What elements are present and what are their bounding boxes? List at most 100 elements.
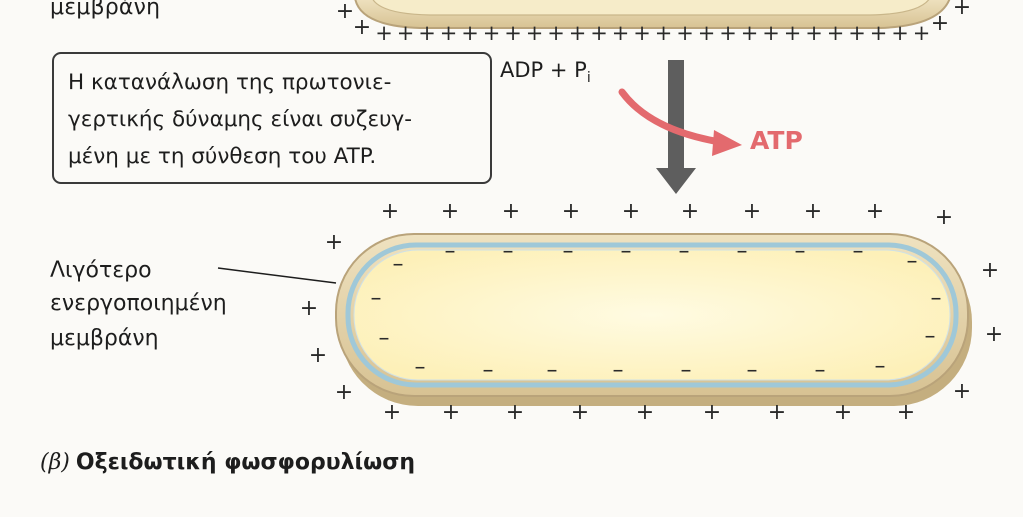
plus-charge: + <box>383 400 401 425</box>
minus-charge: – <box>679 239 690 264</box>
upper-membrane-charges: ++++++++++++++++++++++++++++++ <box>336 0 971 45</box>
minus-charge: – <box>747 358 758 383</box>
plus-charge: + <box>913 21 931 45</box>
lower-membrane: ++++++++++++++++++++++++++––––––––––––––… <box>300 199 1003 425</box>
plus-charge: + <box>953 0 971 20</box>
plus-charge: + <box>440 21 458 45</box>
plus-charge: + <box>571 400 589 425</box>
plus-charge: + <box>891 21 909 45</box>
minus-charge: – <box>875 354 886 379</box>
plus-charge: + <box>676 21 694 45</box>
upper-membrane-inner-edge <box>372 0 930 16</box>
plus-charge: + <box>848 21 866 45</box>
minus-charge: – <box>853 239 864 264</box>
plus-charge: + <box>741 21 759 45</box>
plus-charge: + <box>309 343 327 368</box>
plus-charge: + <box>325 230 343 255</box>
pi-subscript: i <box>586 70 591 87</box>
lower-membrane-inner-line <box>345 242 959 388</box>
label-leader-line <box>217 267 337 284</box>
minus-charge: – <box>371 286 382 311</box>
plus-charge: + <box>655 21 673 45</box>
plus-charge: + <box>719 21 737 45</box>
plus-charge: + <box>442 400 460 425</box>
minus-charge: – <box>379 326 390 351</box>
atp-label: ATP <box>750 126 803 155</box>
plus-charge: + <box>636 400 654 425</box>
plus-charge: + <box>935 205 953 230</box>
plus-charge: + <box>381 199 399 224</box>
minus-charge: – <box>483 358 494 383</box>
plus-charge: + <box>681 199 699 224</box>
minus-charge: – <box>931 286 942 311</box>
minus-charge: – <box>613 358 624 383</box>
plus-charge: + <box>834 400 852 425</box>
plus-charge: + <box>805 21 823 45</box>
minus-charge: – <box>445 239 456 264</box>
plus-charge: + <box>866 199 884 224</box>
adp-pi-label: ADP + Pi <box>500 58 591 86</box>
plus-charge: + <box>336 0 354 24</box>
plus-charge: + <box>897 400 915 425</box>
plus-charge: + <box>698 21 716 45</box>
plus-charge: + <box>547 21 565 45</box>
note-line: μένη με τη σύνθεση του ATP. <box>68 144 377 169</box>
atp-arrow-head <box>712 130 742 156</box>
proton-flow-arrow <box>656 60 696 194</box>
plus-charge: + <box>827 21 845 45</box>
plus-charge: + <box>353 15 371 40</box>
lower-label-line-2: ενεργοποιημένη <box>50 291 227 316</box>
plus-charge: + <box>590 21 608 45</box>
plus-charge: + <box>562 199 580 224</box>
plus-charge: + <box>870 21 888 45</box>
plus-charge: + <box>526 21 544 45</box>
plus-charge: + <box>981 258 999 283</box>
plus-charge: + <box>622 199 640 224</box>
figure-caption: (β)Οξειδωτική φωσφορυλίωση <box>40 450 415 475</box>
minus-charge: – <box>815 358 826 383</box>
plus-charge: + <box>633 21 651 45</box>
minus-charge: – <box>681 358 692 383</box>
lower-membrane-interior <box>353 249 951 381</box>
plus-charge: + <box>397 21 415 45</box>
minus-charge: – <box>563 239 574 264</box>
plus-charge: + <box>569 21 587 45</box>
lower-label-line-3: μεμβράνη <box>50 326 159 351</box>
plus-charge: + <box>953 379 971 404</box>
atp-arrow-curve <box>618 88 724 146</box>
plus-charge: + <box>300 296 318 321</box>
minus-charge: – <box>925 324 936 349</box>
plus-charge: + <box>506 400 524 425</box>
note-line: Η κατανάλωση της πρωτονιε- <box>68 70 392 95</box>
minus-charge: – <box>737 239 748 264</box>
minus-charge: – <box>503 239 514 264</box>
minus-charge: – <box>547 358 558 383</box>
plus-charge: + <box>441 199 459 224</box>
plus-charge: + <box>985 322 1003 347</box>
plus-charge: + <box>784 21 802 45</box>
plus-charge: + <box>504 21 522 45</box>
plus-charge: + <box>418 21 436 45</box>
minus-charge: – <box>415 355 426 380</box>
atp-synthesis-arrow <box>618 88 742 156</box>
plus-charge: + <box>375 21 393 45</box>
plus-charge: + <box>743 199 761 224</box>
plus-charge: + <box>762 21 780 45</box>
plus-charge: + <box>768 400 786 425</box>
minus-charge: – <box>907 249 918 274</box>
proton-arrow-shaft <box>668 60 684 172</box>
plus-charge: + <box>502 199 520 224</box>
plus-charge: + <box>804 199 822 224</box>
note-line: γερτικής δύναμης είναι συζευγ- <box>68 107 412 132</box>
minus-charge: – <box>621 239 632 264</box>
coupling-note-box: Η κατανάλωση της πρωτονιε- γερτικής δύνα… <box>52 52 492 184</box>
caption-title: Οξειδωτική φωσφορυλίωση <box>75 450 416 475</box>
upper-membrane-label: μεμβράνη <box>50 0 161 20</box>
proton-arrow-head <box>656 168 696 194</box>
plus-charge: + <box>931 11 949 36</box>
plus-charge: + <box>483 21 501 45</box>
lower-membrane-charges: ++++++++++++++++++++++++++––––––––––––––… <box>300 199 1003 425</box>
plus-charge: + <box>461 21 479 45</box>
